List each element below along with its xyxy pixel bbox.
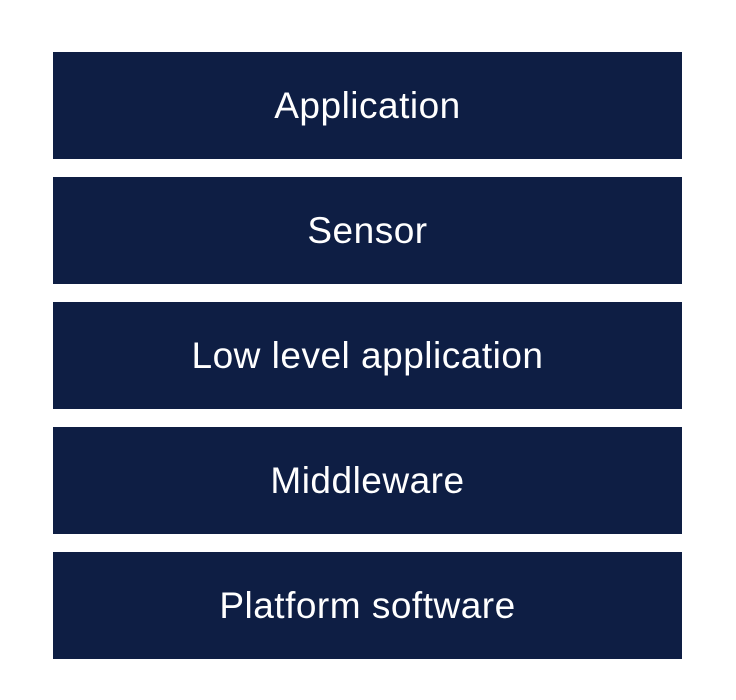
layer-low-level-application: Low level application: [53, 302, 682, 409]
layer-label: Low level application: [191, 334, 544, 376]
layer-label: Application: [274, 84, 461, 126]
layer-platform-software: Platform software: [53, 552, 682, 659]
layer-label: Middleware: [270, 459, 465, 501]
layer-stack-diagram: Application Sensor Low level application…: [53, 52, 682, 659]
layer-application: Application: [53, 52, 682, 159]
layer-label: Sensor: [307, 209, 428, 251]
layer-middleware: Middleware: [53, 427, 682, 534]
layer-sensor: Sensor: [53, 177, 682, 284]
layer-label: Platform software: [219, 584, 516, 626]
